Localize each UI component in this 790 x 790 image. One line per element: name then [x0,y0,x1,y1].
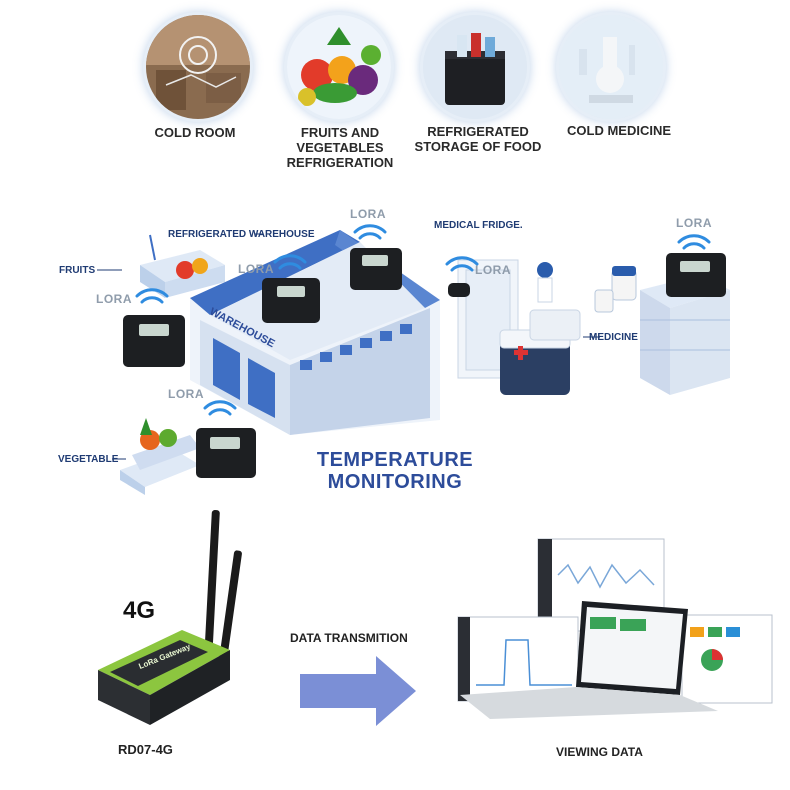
transmission-arrow [300,656,416,726]
medical-fridge [457,259,581,395]
refrigerated-warehouse-label: REFRIGERATED WAREHOUSE [168,229,315,240]
cold-medicine-label: COLD MEDICINE [567,123,671,138]
sensor-device [448,283,470,297]
sensor-device [123,315,185,367]
cold-room-label: COLD ROOM [154,125,236,140]
title-line-1: TEMPERATURE [316,449,474,471]
lora-label: LORA [475,263,511,277]
vegetable-label: VEGETABLE [58,454,119,465]
fruits-vegetables-image [284,12,394,122]
fruits-shelf [140,234,225,298]
sensor-device [350,248,402,290]
temperature-monitoring-title: TEMPERATURE MONITORING [300,449,490,493]
data-transmission-label: DATA TRANSMITION [290,631,408,645]
gateway-model-label: RD07-4G [118,742,173,757]
lora-label: LORA [168,387,204,401]
lora-label: LORA [350,207,386,221]
sensor-device [666,253,726,297]
food-storage-image [420,12,530,122]
wifi-signals [135,224,711,416]
gateway-badge: 4G [123,597,156,624]
fruits-label: FRUITS [59,265,96,276]
viewing-data-label: VIEWING DATA [556,745,643,759]
vegetable-shelf [120,418,200,495]
lora-label: LORA [676,216,712,230]
callout-arrows [97,233,600,460]
title-line-2: MONITORING [327,471,463,493]
lora-label: LORA [96,292,132,306]
sensor-device [196,428,256,478]
scene-illustration [97,224,730,495]
fruits-vegetables-label: FRUITS AND VEGETABLES REFRIGERATION [286,125,394,170]
cold-medicine-image [556,12,666,122]
sensor-device [262,278,320,323]
lora-label: LORA [238,262,274,276]
gateway-device [98,510,242,725]
cold-room-image [143,12,253,122]
medical-fridge-label: MEDICAL FRIDGE. [434,220,523,231]
food-storage-label: REFRIGERATED STORAGE OF FOOD [414,124,542,154]
monitoring-dashboard-screens [457,538,773,719]
medicine-label: MEDICINE [589,332,638,343]
